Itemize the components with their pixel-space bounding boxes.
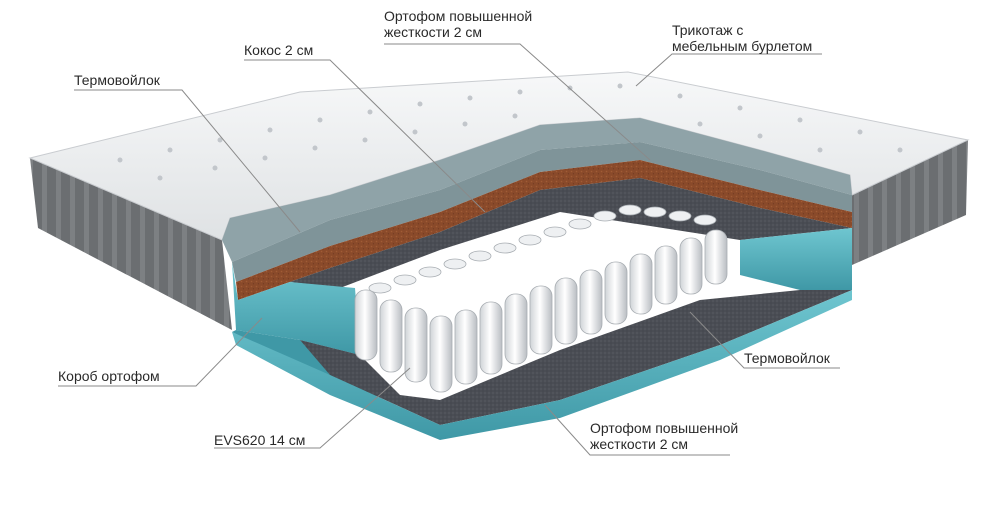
label-ortofom-top-line1: Ортофом повышенной [384, 8, 533, 24]
label-ortofom-bottom-line2: жесткости 2 см [590, 436, 689, 452]
label-termovoilok-top: Термовойлок [74, 72, 160, 88]
label-evs: EVS620 14 см [214, 432, 306, 448]
felt-layer-top [238, 178, 852, 300]
leader-kokos [244, 59, 486, 213]
left-side-fabric [30, 158, 232, 330]
label-ortofom-top-line2: жесткости 2 см [384, 24, 483, 40]
leader-evs [214, 367, 411, 449]
label-trikotazh: Трикотаж с мебельным бурлетом [672, 22, 812, 54]
label-trikotazh-line2: мебельным бурлетом [672, 38, 813, 54]
bottom-foam-layer [232, 290, 852, 440]
label-ortofom-bottom-line1: Ортофом повышенной [590, 420, 739, 436]
top-foam-layer [222, 118, 852, 282]
label-ortofom-bottom: Ортофом повышенной жесткости 2 см [590, 420, 738, 452]
felt-layer-bottom [300, 290, 852, 425]
label-trikotazh-line1: Трикотаж с [672, 22, 744, 38]
coconut-layer [236, 160, 852, 300]
right-side-fabric [852, 140, 968, 265]
label-termovoilok-bottom: Термовойлок [744, 350, 830, 366]
leader-lines [58, 43, 840, 456]
label-kokos: Кокос 2 см [244, 42, 314, 58]
leader-ortofom-top [384, 43, 651, 161]
pocket-springs [354, 204, 728, 393]
leader-termovoilok-bottom [689, 311, 840, 369]
leader-trikotazh [635, 53, 822, 87]
label-ortofom-top: Ортофом повышенной жесткости 2 см [384, 8, 532, 40]
leader-termovoilok-top [74, 89, 301, 233]
leader-korob [58, 317, 263, 387]
leader-ortofom-bottom [544, 404, 730, 456]
label-korob: Короб ортофом [58, 368, 160, 384]
